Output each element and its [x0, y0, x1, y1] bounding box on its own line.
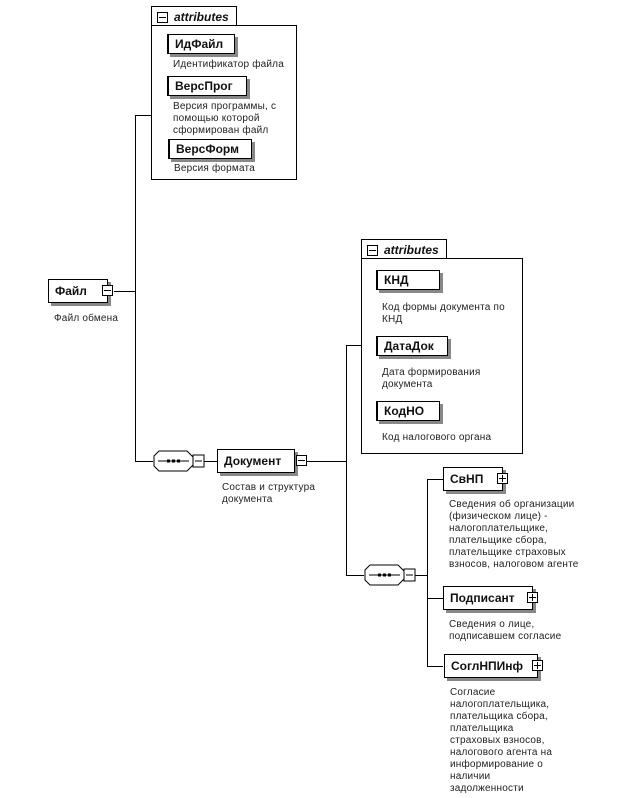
document-attributes-panel — [361, 258, 523, 454]
child-element-name: СвНП — [450, 472, 484, 486]
connector — [427, 479, 443, 480]
connector — [346, 575, 364, 576]
panel-edge — [446, 258, 523, 259]
attribute-node[interactable]: КНД — [376, 270, 440, 290]
connector — [135, 115, 152, 116]
collapse-icon[interactable] — [102, 285, 113, 296]
attribute-description: Версия формата — [174, 163, 255, 174]
attribute-node[interactable]: ИдФайл — [167, 34, 235, 54]
connector — [114, 291, 135, 292]
expand-icon[interactable] — [527, 592, 538, 603]
child-element-name: СоглНПИнф — [451, 659, 523, 673]
attribute-name: ДатаДок — [384, 339, 434, 353]
child-element-node[interactable]: СвНП — [443, 467, 503, 491]
attribute-node[interactable]: КодНО — [376, 401, 440, 421]
collapse-icon[interactable] — [296, 455, 307, 466]
sequence-compositor-icon[interactable] — [153, 450, 205, 472]
connector — [427, 666, 443, 667]
expand-icon[interactable] — [532, 660, 543, 671]
attribute-node[interactable]: ВерсФорм — [168, 139, 252, 159]
attribute-description: Код налогового органа — [382, 432, 492, 443]
child-element-description: Согласие налогоплательщика, плательщика … — [450, 687, 553, 794]
sequence-compositor-icon[interactable] — [364, 564, 416, 586]
attributes-tab[interactable]: attributes — [361, 239, 447, 259]
connector — [346, 345, 347, 575]
document-element-node[interactable]: Документ — [217, 449, 295, 473]
attribute-name: ИдФайл — [175, 37, 224, 51]
attribute-name: КодНО — [384, 404, 425, 418]
attribute-name: ВерсПрог — [175, 79, 233, 93]
attribute-description: Версия программы, с помощью которой сфор… — [173, 101, 277, 136]
attribute-node[interactable]: ДатаДок — [376, 336, 448, 356]
collapse-icon[interactable] — [157, 12, 168, 23]
child-element-description: Сведения об организации (физическом лице… — [449, 499, 579, 570]
attribute-description: Код формы документа по КНД — [382, 302, 505, 325]
child-element-description: Сведения о лице, подписавшем согласие — [449, 619, 562, 642]
connector — [135, 115, 136, 461]
attribute-description: Дата формирования документа — [382, 367, 481, 390]
root-element-node[interactable]: Файл — [48, 279, 108, 303]
attributes-tab[interactable]: attributes — [151, 6, 237, 26]
connector — [412, 575, 427, 576]
panel-edge — [236, 25, 297, 26]
document-element-name: Документ — [224, 454, 282, 468]
connector — [346, 345, 361, 346]
expand-icon[interactable] — [497, 473, 508, 484]
connector — [427, 598, 443, 599]
connector — [306, 461, 346, 462]
connector — [135, 461, 153, 462]
attribute-node[interactable]: ВерсПрог — [167, 76, 247, 96]
document-element-description: Состав и структура документа — [222, 482, 316, 505]
attribute-name: КНД — [384, 273, 409, 287]
attributes-tab-label: attributes — [174, 10, 229, 24]
connector — [203, 461, 217, 462]
attributes-tab-label: attributes — [384, 243, 439, 257]
child-element-name: Подписант — [450, 591, 515, 605]
collapse-icon[interactable] — [367, 245, 378, 256]
child-element-node[interactable]: Подписант — [443, 586, 533, 610]
child-element-node[interactable]: СоглНПИнф — [444, 654, 538, 678]
root-element-description: Файл обмена — [54, 313, 119, 324]
root-element-name: Файл — [55, 284, 87, 298]
attribute-name: ВерсФорм — [176, 142, 239, 156]
attribute-description: Идентификатор файла — [173, 59, 284, 70]
connector — [427, 479, 428, 666]
